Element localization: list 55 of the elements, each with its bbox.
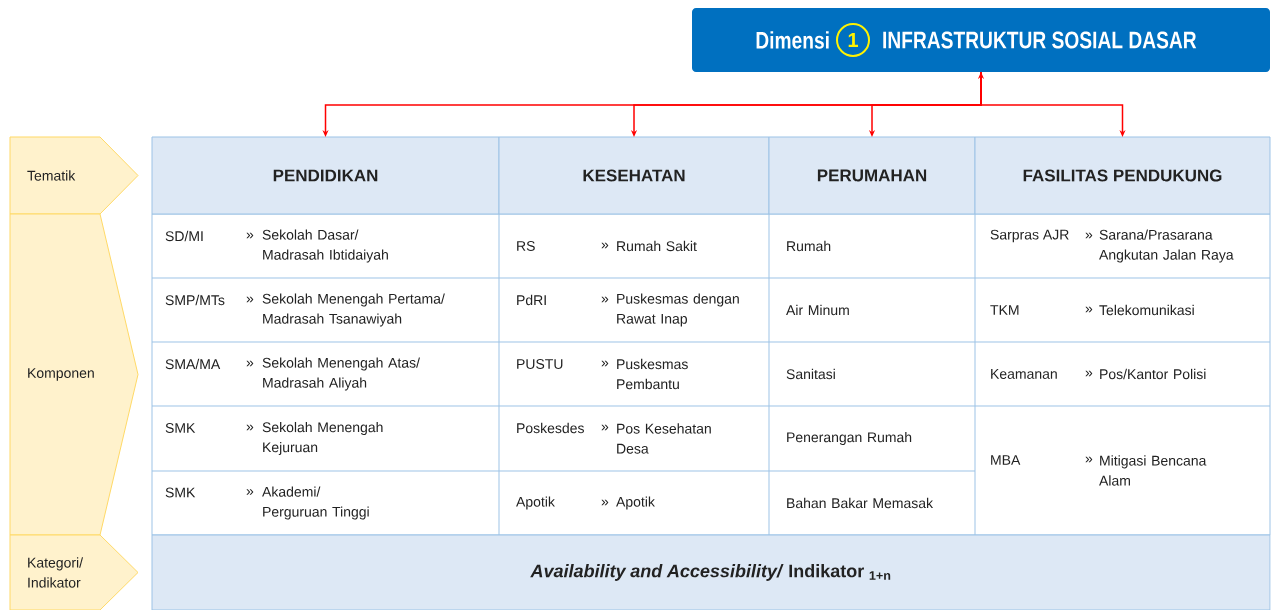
description: Sekolah Menengah Kejuruan (262, 421, 383, 455)
bullet-mark: » (246, 360, 254, 367)
bullet-mark: » (1085, 232, 1093, 239)
abbreviation: SD/MI (165, 230, 203, 242)
abbreviation: PUSTU (517, 359, 563, 369)
description: Akademi/ Perguruan Tinggi (262, 486, 369, 520)
bullet-mark: » (1085, 370, 1093, 377)
abbreviation: SMK (165, 487, 196, 498)
item-text: Sanitasi (786, 368, 835, 380)
bullet-mark: » (246, 489, 254, 495)
bullet-mark: » (1085, 456, 1093, 463)
description: Puskesmas Pembantu (617, 358, 688, 390)
chevron-tab: Kategori/ Indikator (9, 534, 139, 610)
column-header: KESEHATAN (498, 136, 770, 215)
description: Sekolah Menengah Atas/ Madrasah Aliyah (262, 357, 420, 391)
bullet-mark: » (246, 424, 254, 431)
description: Pos Kesehatan Desa (617, 423, 711, 454)
description: Pos/Kantor Polisi (1100, 368, 1206, 380)
bullet-mark: » (601, 424, 609, 431)
description: Telekomunikasi (1099, 304, 1194, 316)
abbreviation: Sarpras AJR (990, 229, 1069, 243)
description: Sekolah Menengah Pertama/ Madrasah Tsanawiyah (262, 293, 445, 327)
abbreviation: SMA/MA (165, 358, 221, 370)
bullet-mark: » (601, 296, 609, 303)
bullet-mark: » (246, 296, 254, 303)
abbreviation: MBA (991, 455, 1021, 465)
abbreviation: PdRI (517, 294, 546, 306)
abbreviation: RS (517, 241, 535, 251)
item-text: Air Minum (786, 304, 849, 316)
bullet-mark: » (1085, 306, 1093, 313)
description: Mitigasi Bencana Alam (1099, 455, 1207, 486)
item-text: Rumah (787, 240, 831, 252)
bullet-mark: » (601, 499, 609, 506)
column-header: FASILITAS PENDUKUNG (974, 136, 1271, 215)
abbreviation: Keamanan (991, 369, 1057, 379)
item-text: Bahan Bakar Memasak (787, 497, 934, 509)
description: Rumah Sakit (617, 240, 697, 252)
abbreviation: Poskesdes (517, 422, 584, 434)
column-header: PERUMAHAN (768, 136, 976, 215)
abbreviation: TKM (990, 305, 1019, 315)
indicator-band: Availability and Accessibility/ Indikator $_{1+n}$ (151, 534, 1271, 610)
arrow (980, 71, 1126, 137)
abbreviation: Apotik (516, 496, 555, 510)
description: Sekolah Dasar/ Madrasah Ibtidaiyah (262, 229, 388, 263)
description: Apotik (616, 496, 655, 510)
chevron-tab: Tematik (9, 136, 139, 215)
bullet-mark: » (246, 232, 254, 239)
abbreviation: SMK (165, 423, 196, 433)
bullet-mark: » (601, 360, 609, 367)
column-header: PENDIDIKAN (151, 136, 500, 215)
description: Sarana/Prasarana Angkutan Jalan Raya (1099, 229, 1234, 263)
bullet-mark: » (601, 242, 609, 249)
abbreviation: SMP/MTs (165, 294, 225, 306)
item-text: Penerangan Rumah (787, 431, 912, 445)
description: Puskesmas dengan Rawat Inap (617, 293, 739, 327)
